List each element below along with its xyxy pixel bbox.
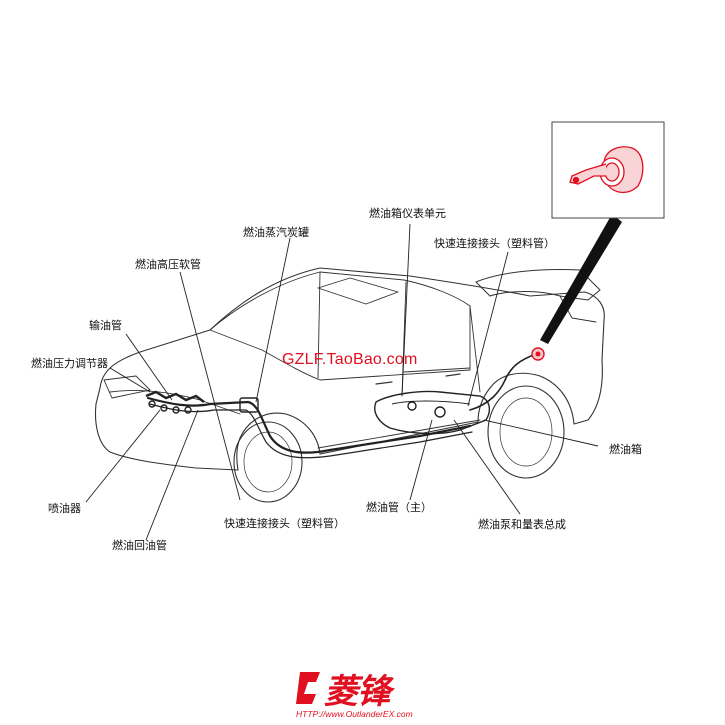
- label-evap-canister: 燃油蒸汽炭罐: [243, 226, 309, 239]
- logo-mark-icon: [296, 672, 320, 704]
- label-fuel-tank: 燃油箱: [609, 443, 642, 456]
- inset-pointer: [540, 214, 622, 344]
- fuel-lines: [146, 353, 537, 459]
- label-fuel-main-pipe: 燃油管（主）: [366, 501, 432, 514]
- fuel-tank-shape: [374, 390, 491, 435]
- engine-fuel-components: [145, 390, 259, 414]
- fuel-filler-cap-icon: [531, 347, 545, 361]
- label-injector: 喷油器: [48, 502, 81, 515]
- label-fuel-tank-gauge-unit: 燃油箱仪表单元: [369, 207, 446, 220]
- logo-brand-text: 菱锋: [324, 672, 391, 712]
- brand-logo: 菱锋 HTTP://www.OutlanderEX.com: [296, 666, 436, 722]
- label-delivery-pipe: 输油管: [89, 319, 122, 332]
- logo-url-text: HTTP://www.OutlanderEX.com: [296, 709, 413, 719]
- label-quick-connector-top: 快速连接接头（塑料管）: [434, 237, 555, 250]
- inset-detail-box: [551, 121, 665, 219]
- label-fuel-pump-gauge-assy: 燃油泵和量表总成: [478, 518, 566, 531]
- label-return-pipe: 燃油回油管: [112, 539, 167, 552]
- watermark-text: GZLF.TaoBao.com: [282, 351, 418, 368]
- leader-lines: [85, 223, 599, 541]
- car-outline-icon: [94, 267, 605, 503]
- fuel-cap-detail-icon: [569, 146, 644, 193]
- label-quick-connector-bottom: 快速连接接头（塑料管）: [224, 517, 345, 530]
- label-hp-fuel-hose: 燃油高压软管: [135, 258, 201, 271]
- label-pressure-regulator: 燃油压力调节器: [31, 357, 108, 370]
